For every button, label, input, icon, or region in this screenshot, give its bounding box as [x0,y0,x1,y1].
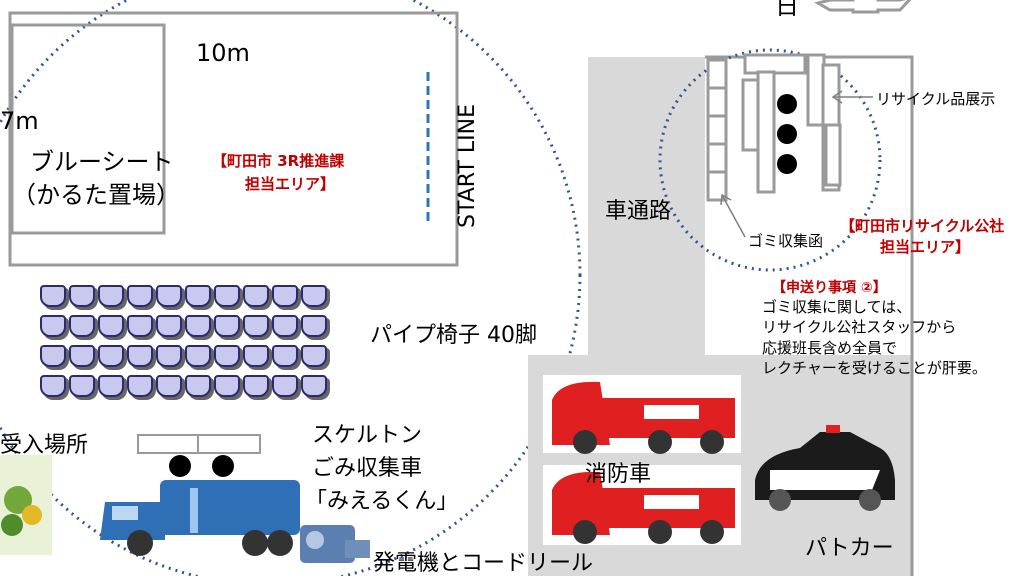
chair [69,375,95,397]
police-car-icon [755,425,895,511]
machida-3r-line1: 【町田市 3R推進課 [212,152,345,170]
blue-sheet-line1: ブルーシート [30,148,174,176]
chair [243,315,269,337]
recycle-exhibit-label: リサイクル品展示 [876,90,996,108]
truck-line2: ごみ収集車 [312,456,423,481]
chair [243,285,269,307]
chair [127,285,153,307]
chair [243,345,269,367]
chair [301,375,327,397]
chair [156,285,182,307]
generator-icon [300,525,370,563]
chair [127,345,153,367]
collection-label: ゴミ収集函 [748,232,824,250]
police-car-label: パトカー [805,536,894,561]
chair [127,375,153,397]
width-label: 10m [196,39,250,67]
chair [214,375,240,397]
start-line-label: START LINE [455,104,480,228]
plant-icon [0,455,52,555]
chair [98,345,124,367]
machida-3r-line2: 担当エリア】 [245,175,336,193]
chair [69,285,95,307]
chair [243,375,269,397]
blue-sheet-line2: （かるた置場） [12,181,180,209]
chair [40,285,66,307]
chair [40,375,66,397]
chair [40,315,66,337]
chair [40,345,66,367]
chair [272,315,298,337]
chair [185,345,211,367]
height-label: 7m [0,107,39,135]
recycle-dotted-circle [658,48,882,272]
person-dot [777,94,797,114]
chair [214,285,240,307]
chair [127,315,153,337]
chair [156,375,182,397]
fire-truck-icon [543,465,741,545]
field-outline [8,11,459,267]
chair [156,315,182,337]
chair [272,375,298,397]
chair [301,285,327,307]
chair [214,345,240,367]
note-line: レクチャーを受けることが肝要。 [762,358,987,377]
chair [214,315,240,337]
chair [185,375,211,397]
recycle-company-line2: 担当エリア】 [880,238,971,256]
road-label: 車通路 [605,199,672,224]
chair [156,345,182,367]
fire-truck-label: 消防車 [585,462,652,487]
chair [272,345,298,367]
person-dot [777,124,797,144]
chair [69,345,95,367]
reception-label: 受入場所 [0,433,89,458]
recycle-company-line1: 【町田市リサイクル公社 [840,217,1005,235]
generator-label: 発電機とコードリール [373,551,594,576]
chair [98,315,124,337]
chairs-label: パイプ椅子 40脚 [370,323,537,348]
truck-line3: 「みえるくん」 [305,489,459,514]
chair [301,315,327,337]
truck-line1: スケルトン [312,423,423,448]
area-dotted-circle [0,0,582,576]
fire-truck-icon [543,375,741,454]
note-body: ゴミ収集に関しては、 リサイクル公社スタッフから 応援班長含め全員で レクチャー… [762,297,1022,378]
chair [185,315,211,337]
note-line: リサイクル公社スタッフから [762,318,957,337]
chair [301,345,327,367]
chair [98,375,124,397]
person-dot [777,154,797,174]
blue-sheet-outline [10,23,166,235]
note-title: 【申送り事項 ②】 [772,280,887,296]
compass-label: 日 [775,0,799,20]
pipe-chairs [40,285,340,405]
chair [185,285,211,307]
note-line: 応援班長含め全員で [762,338,898,357]
chair [98,285,124,307]
chair [272,285,298,307]
note-line: ゴミ収集に関しては、 [762,298,912,316]
chair [69,315,95,337]
garbage-truck-icon [100,480,300,556]
recycle-racks [706,53,842,202]
compass-arrow-icon [814,0,912,14]
